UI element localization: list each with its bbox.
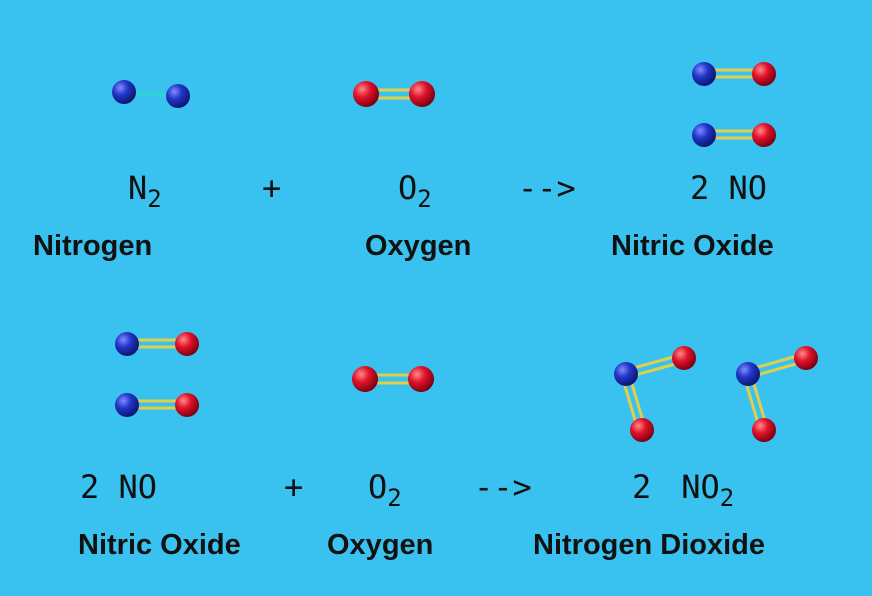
oxygen-label: Oxygen [365,230,472,262]
nitric-oxide-label: Nitric Oxide [78,529,241,561]
nitric-oxide-label: Nitric Oxide [611,230,774,262]
oxygen-atom [630,418,654,442]
reaction-arrow: --> [518,169,576,207]
oxygen-atom [353,81,379,107]
nitrogen-label: Nitrogen [33,230,153,262]
no2-symbol: NO [681,468,720,506]
oxygen-atom [409,81,435,107]
o2-molecule [352,366,434,392]
nitrogen-atom [736,362,760,386]
no-molecule [115,393,199,417]
nitrogen-atom [115,332,139,356]
o2-formula: O2 [368,468,402,510]
oxygen-atom [672,346,696,370]
no-molecule [692,123,776,147]
oxygen-atom [408,366,434,392]
oxygen-atom [752,123,776,147]
oxygen-atom [794,346,818,370]
n2-subscript: 2 [147,185,162,213]
no2-coefficient: 2 [632,468,652,506]
oxygen-atom [352,366,378,392]
no-formula: 2 NO [80,468,158,506]
oxygen-atom [752,62,776,86]
nitrogen-atom [112,80,136,104]
reaction-arrow: --> [474,468,532,506]
no-molecule [115,332,199,356]
no2-subscript: 2 [719,484,735,512]
nitrogen-atom [692,62,716,86]
o2-formula: O2 [398,169,432,211]
n2-molecule [112,80,190,108]
oxygen-atom [175,393,199,417]
plus-sign: + [284,468,304,506]
no-molecule [692,62,776,86]
nitrogen-atom [166,84,190,108]
nitrogen-atom [115,393,139,417]
o2-molecule [353,81,435,107]
no-formula: 2 NO [690,169,768,207]
n2-formula: N2 [128,169,162,211]
oxygen-label: Oxygen [327,529,434,561]
nitrogen-atom [692,123,716,147]
no2-molecule [736,346,818,442]
o2-symbol: O [398,169,418,207]
plus-sign: + [262,169,282,207]
no2-molecule [614,346,696,442]
o2-subscript: 2 [417,185,432,213]
oxygen-atom [175,332,199,356]
n2-symbol: N [128,169,148,207]
oxygen-atom [752,418,776,442]
o2-symbol: O [368,468,388,506]
o2-subscript: 2 [387,484,402,512]
nitrogen-dioxide-label: Nitrogen Dioxide [533,529,766,561]
nitrogen-atom [614,362,638,386]
